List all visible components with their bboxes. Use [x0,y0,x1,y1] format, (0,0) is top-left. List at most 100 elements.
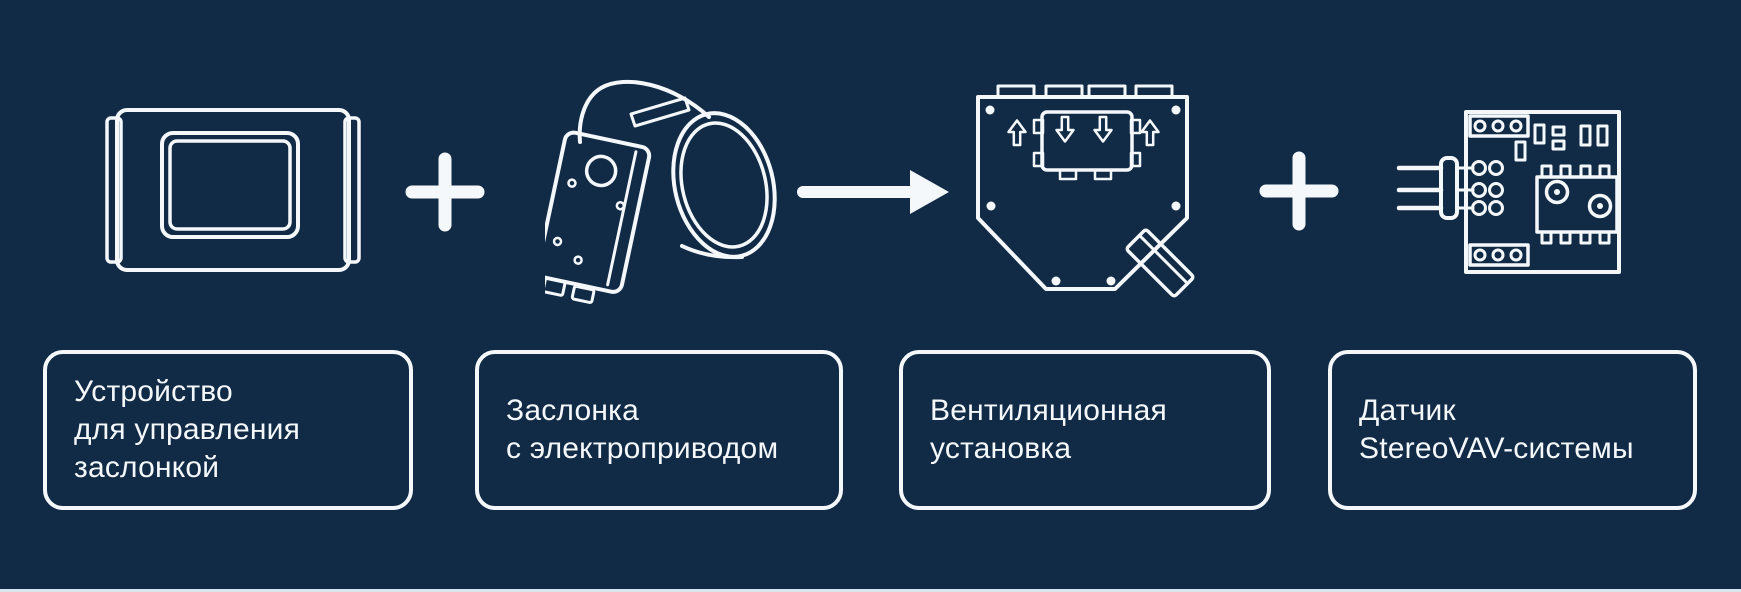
chip-pin [1559,164,1572,179]
outlet-spout [1125,228,1195,298]
screw-hole [986,201,996,211]
duct-rim-inner [679,121,769,249]
chip-pin [1598,230,1611,245]
airflow-down-arrow [1055,115,1075,143]
duct-rim-outer [671,111,777,259]
solder-pad [1488,182,1504,198]
chip-sensor-port-center [1597,203,1603,209]
airflow-down-arrow [1093,115,1113,143]
label-line: установка [930,432,1072,465]
bottom-edge-strip [0,589,1741,592]
actuator-fold-line [606,150,638,287]
header-pin-hole [1509,119,1523,133]
damper-icon [545,79,777,304]
motorized-damper-illustration [545,68,790,308]
solder-pad [1488,200,1504,216]
module-foot [1093,168,1113,181]
chip-sensor-port-center [1554,189,1560,195]
chip-pin [1579,230,1592,245]
header-pin-hole [1491,248,1505,262]
screw-hole [1106,276,1116,286]
damper-control-device-illustration [100,105,366,275]
screw-hole [985,105,995,115]
chip-pin [1579,164,1592,179]
module-foot [1058,168,1078,181]
smd-component [1551,139,1566,151]
chip-sensor-port [1587,193,1613,219]
controller-left-tab [105,116,123,264]
housing-outline [976,95,1189,291]
chip-pin [1598,164,1611,179]
actuator-foot [545,276,567,297]
controller-right-tab [343,116,361,264]
module-box [1040,110,1134,172]
label-card-ventilation-unit: Вентиляционная установка [899,350,1271,510]
chip-pin [1540,164,1553,179]
label-card-sensor: Датчик StereoVAV-системы [1328,350,1697,510]
label-line: заслонкой [74,451,220,484]
header-pin-hole [1473,248,1487,262]
actuator-foot [570,284,596,304]
actuator-screw [567,178,577,188]
label-text: Заслонка с электроприводом [506,392,778,468]
header-pin-hole [1491,119,1505,133]
smd-component [1551,125,1566,137]
actuator [545,130,652,304]
arrow-connector [795,164,955,220]
smd-component [1514,140,1527,162]
sensor-board-icon [1396,110,1621,274]
label-text: Вентиляционная установка [930,392,1167,468]
smd-component [1579,124,1592,147]
label-text: Датчик StereoVAV-системы [1359,392,1634,468]
actuator-screw [552,236,563,247]
label-line: для управления [74,413,301,446]
module-clip [1032,118,1045,135]
duct-top-edge [577,79,711,144]
plus-connector-2 [1259,151,1339,231]
solder-pad [1471,160,1487,176]
actuator-knob [584,154,618,188]
module-clip [1129,118,1142,135]
airflow-up-arrow [1140,119,1160,147]
chip-sensor-port [1544,179,1570,205]
actuator-screw [573,255,583,265]
label-line: с электроприводом [506,432,779,465]
stereovav-sensor-board-illustration [1395,95,1630,285]
actuator-bracket [629,96,691,128]
label-line: Вентиляционная [930,394,1167,427]
chip-pin [1540,230,1553,245]
screw-hole [1171,201,1181,211]
smd-component [1596,124,1609,147]
airflow-up-arrow [1007,119,1027,147]
chip-pin [1559,230,1572,245]
solder-pad [1488,160,1504,176]
plus-connector-1 [405,152,485,232]
module-clip [1032,151,1045,168]
label-line: StereoVAV-системы [1359,432,1634,465]
header-pin-hole [1509,248,1523,262]
label-card-controller: Устройство для управления заслонкой [43,350,413,510]
label-line: Датчик [1359,394,1456,427]
header-block [1468,114,1530,138]
solder-pad [1471,200,1487,216]
sensor-chip [1535,175,1619,234]
label-card-damper: Заслонка с электроприводом [475,350,843,510]
actuator-screw [615,200,626,211]
controller-body [115,108,351,272]
solder-pad [1471,182,1487,198]
label-line: Заслонка [506,394,639,427]
screw-hole [1171,105,1181,115]
controller-icon [105,108,361,272]
smd-component [1533,123,1546,145]
ventilation-unit-icon [976,84,1195,298]
module-clip [1129,151,1142,168]
controller-screen-outer [160,131,300,239]
controller-screen-inner [168,139,292,231]
plus-icon [405,152,485,232]
header-pin-hole [1473,119,1487,133]
pcb-outline [1464,110,1621,274]
plus-icon [1259,151,1339,231]
ventilation-unit-illustration [965,80,1215,315]
actuator-plate [545,130,652,294]
